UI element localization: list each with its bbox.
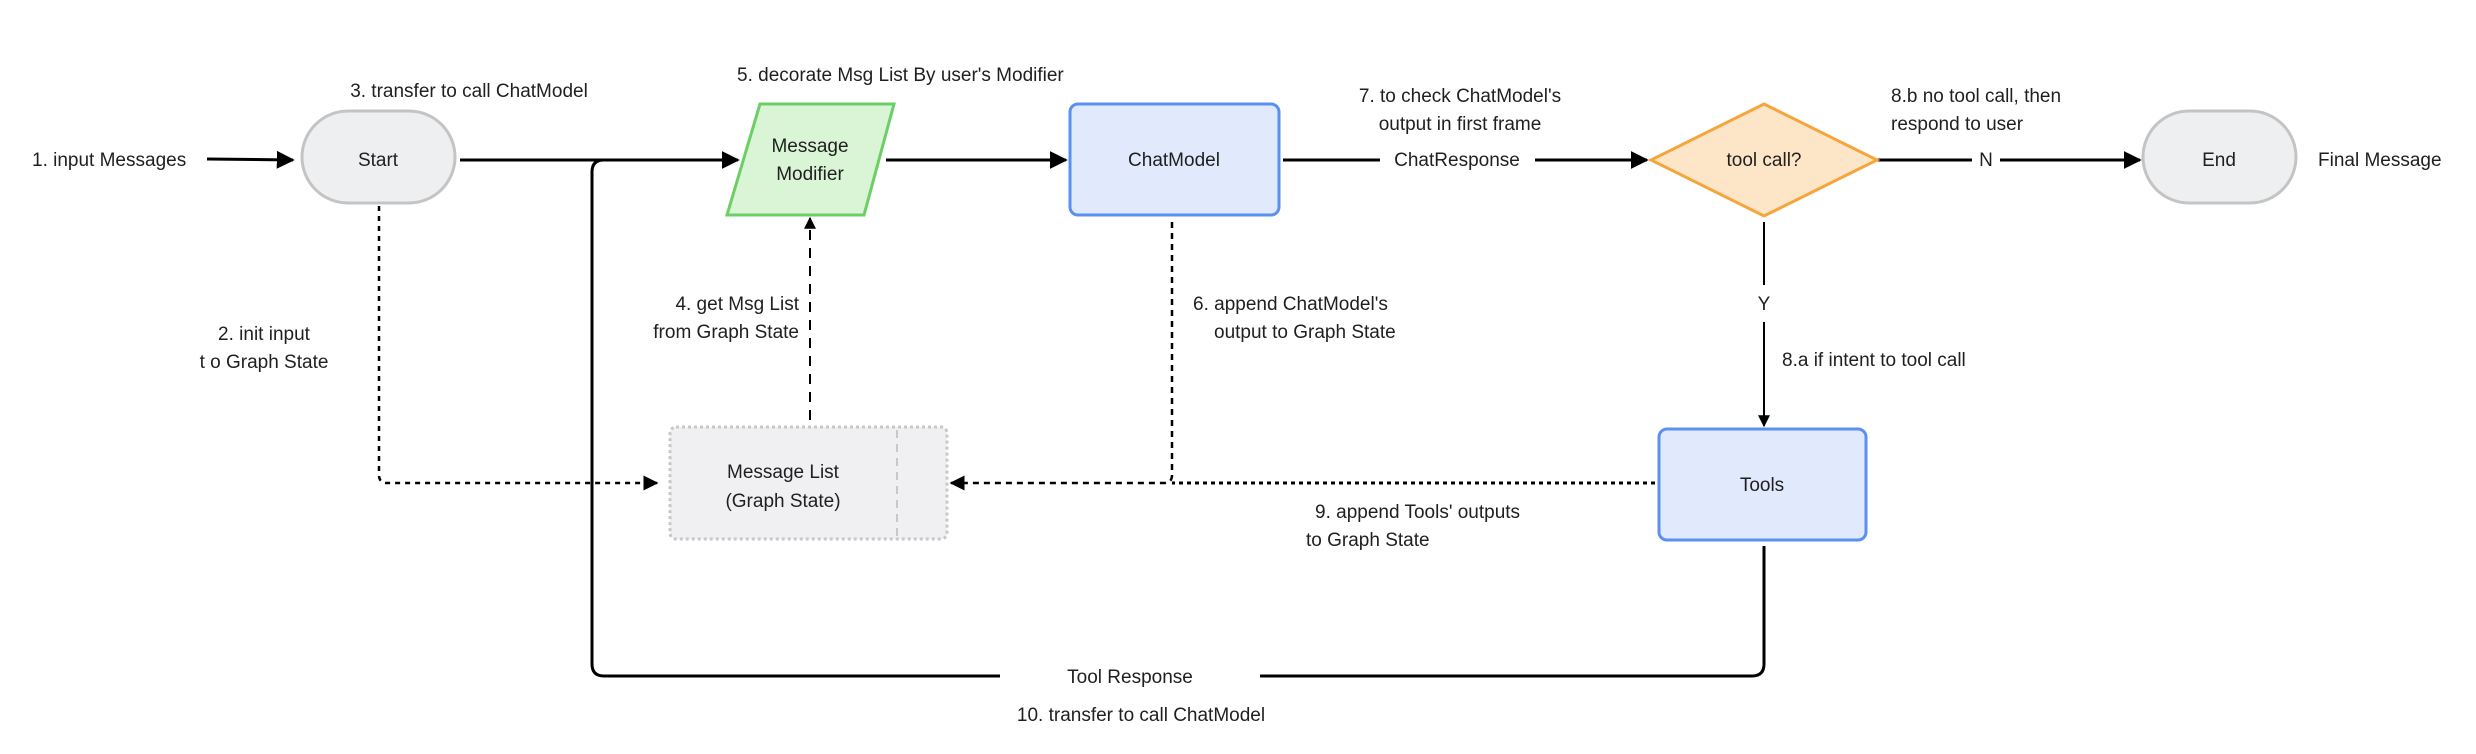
node-start[interactable]: Start bbox=[300, 109, 457, 205]
message-list-label-1: Message List bbox=[727, 462, 840, 483]
start-label: Start bbox=[358, 150, 399, 171]
label-transfer-back: 10. transfer to call ChatModel bbox=[1017, 705, 1265, 726]
edge-input bbox=[206, 150, 295, 169]
label-y: Y bbox=[1758, 294, 1771, 315]
node-chatmodel[interactable]: ChatModel bbox=[1068, 102, 1281, 217]
label-chat-response: ChatResponse bbox=[1394, 150, 1520, 171]
label-check-1: 7. to check ChatModel's bbox=[1359, 86, 1561, 107]
modifier-label-1: Message bbox=[771, 136, 848, 157]
message-list-label-2: (Graph State) bbox=[725, 491, 840, 512]
label-append-tools-1: 9. append Tools' outputs bbox=[1315, 502, 1520, 523]
label-check-2: output in first frame bbox=[1379, 114, 1542, 135]
label-init-2: t o Graph State bbox=[200, 352, 329, 373]
label-n: N bbox=[1979, 150, 1993, 171]
edge-tool-response-loop bbox=[590, 158, 1766, 678]
end-label: End bbox=[2202, 150, 2236, 171]
edge-chatmodel-state bbox=[949, 222, 1174, 491]
label-no-tool-1: 8.b no tool call, then bbox=[1891, 86, 2061, 107]
edge-start-state bbox=[377, 206, 659, 491]
decision-label: tool call? bbox=[1727, 150, 1802, 171]
label-append-chatmodel-1: 6. append ChatModel's bbox=[1193, 294, 1388, 315]
label-intent: 8.a if intent to tool call bbox=[1782, 350, 1966, 371]
modifier-label-2: Modifier bbox=[776, 164, 844, 185]
label-decorate: 5. decorate Msg List By user's Modifier bbox=[737, 65, 1064, 86]
node-tool-call-decision[interactable]: tool call? bbox=[1647, 102, 1881, 218]
label-append-tools-2: to Graph State bbox=[1306, 530, 1430, 551]
label-final-message: Final Message bbox=[2318, 150, 2442, 171]
label-transfer: 3. transfer to call ChatModel bbox=[350, 81, 588, 102]
label-tool-response: Tool Response bbox=[1067, 667, 1193, 688]
label-append-chatmodel-2: output to Graph State bbox=[1214, 322, 1396, 343]
tools-label: Tools bbox=[1740, 475, 1784, 496]
label-no-tool-2: respond to user bbox=[1891, 114, 2024, 135]
chatmodel-label: ChatModel bbox=[1128, 150, 1220, 171]
label-input: 1. input Messages bbox=[32, 150, 186, 171]
label-get-list-2: from Graph State bbox=[653, 322, 799, 343]
node-end[interactable]: End bbox=[2141, 109, 2298, 205]
node-tools[interactable]: Tools bbox=[1657, 427, 1868, 542]
node-message-list[interactable]: Message List (Graph State) bbox=[668, 425, 949, 541]
label-get-list-1: 4. get Msg List bbox=[675, 294, 799, 315]
node-message-modifier[interactable]: Message Modifier bbox=[724, 102, 896, 217]
label-init-1: 2. init input bbox=[218, 324, 311, 345]
